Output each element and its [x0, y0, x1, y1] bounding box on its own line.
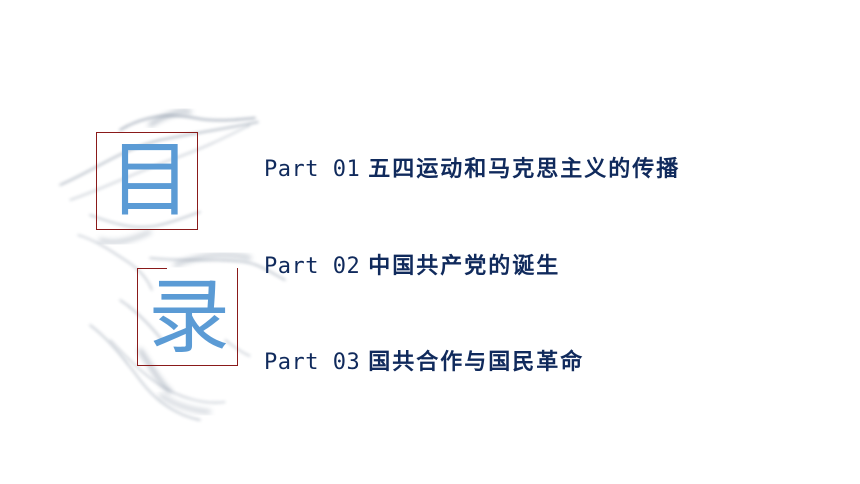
smoke-lower	[89, 253, 286, 421]
frame-bracket-top	[96, 132, 198, 230]
toc-item-part-01[interactable]: Part 01 五四运动和马克思主义的传播	[264, 151, 680, 183]
toc-item-part-03[interactable]: Part 03 国共合作与国民革命	[264, 344, 584, 376]
toc-part-number: Part 01	[264, 157, 361, 182]
title-char-mu: 目	[109, 133, 192, 228]
toc-part-number: Part 03	[264, 350, 361, 375]
toc-part-title: 中国共产党的诞生	[368, 254, 561, 279]
frame-bracket-bottom-left	[137, 268, 167, 366]
frame-bracket-bottom	[137, 268, 238, 366]
frame-bracket-top-right	[172, 132, 198, 230]
toc-item-part-02[interactable]: Part 02 中国共产党的诞生	[264, 248, 560, 280]
toc-part-number: Part 02	[264, 254, 361, 279]
toc-part-title: 国共合作与国民革命	[368, 350, 585, 375]
title-char-lu: 录	[148, 270, 231, 365]
toc-part-title: 五四运动和马克思主义的传播	[368, 157, 681, 182]
